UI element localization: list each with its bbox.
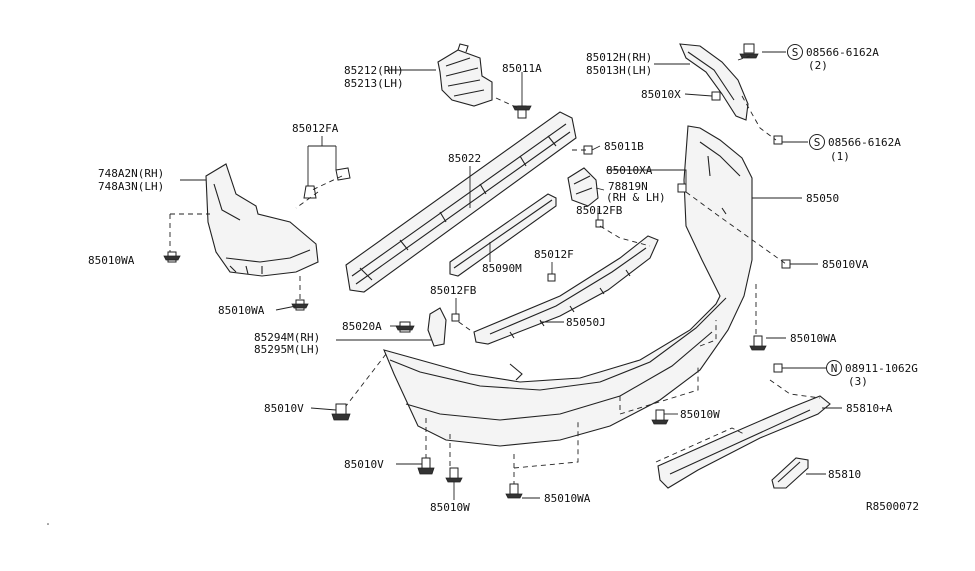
label-85010w-right: 85010W — [680, 408, 720, 421]
label-s-08566-2: 08566-6162A — [828, 136, 901, 149]
label-78819n-side: (RH & LH) — [606, 191, 666, 204]
label-85050: 85050 — [806, 192, 839, 205]
label-85010va: 85010VA — [822, 258, 869, 271]
label-s-qty-1: (2) — [808, 59, 828, 72]
label-85050j: 85050J — [566, 316, 606, 329]
label-s-qty-2: (1) — [830, 150, 850, 163]
label-748a3n: 748A3N(LH) — [98, 180, 164, 193]
label-85011a: 85011A — [502, 62, 542, 75]
label-85010wa-bottom: 85010WA — [544, 492, 591, 505]
label-85022: 85022 — [448, 152, 481, 165]
reinforcement-bar-85022-drawing — [345, 111, 577, 293]
label-85012fa: 85012FA — [292, 122, 339, 135]
small-cover-85810-drawing — [771, 457, 809, 489]
stray-dot — [47, 523, 49, 525]
label-85294m: 85294M(RH) — [254, 331, 320, 344]
label-85020a: 85020A — [342, 320, 382, 333]
label-85010wa-left: 85010WA — [88, 254, 135, 267]
label-85010v-left: 85010V — [264, 402, 304, 415]
s-symbol-circle-2 — [809, 134, 825, 150]
bracket-85294m-drawing — [427, 307, 447, 347]
label-85090m: 85090M — [482, 262, 522, 275]
diffuser-85050j-drawing — [473, 235, 659, 345]
n-symbol-circle — [826, 360, 842, 376]
lower-cover-85810a-drawing — [657, 395, 831, 489]
label-85295m: 85295M(LH) — [254, 343, 320, 356]
label-85213: 85213(LH) — [344, 77, 404, 90]
s-symbol-circle-1 — [787, 44, 803, 60]
label-85012fb-mid: 85012FB — [430, 284, 477, 297]
s-symbol-1: S — [792, 46, 799, 59]
label-s-08566-1: 08566-6162A — [806, 46, 879, 59]
diagram-ref-code: R8500072 — [866, 500, 919, 513]
label-748a2n: 748A2N(RH) — [98, 167, 164, 180]
splash-guard-748a2n-drawing — [205, 163, 319, 277]
s-symbol-2: S — [814, 136, 821, 149]
label-85012fb-top: 85012FB — [576, 204, 623, 217]
leader-lines — [168, 51, 842, 500]
label-85010w-bottom: 85010W — [430, 501, 470, 514]
part-labels: 85212(RH) 85213(LH) 85011A 85012H(RH) 85… — [88, 46, 919, 514]
label-85810a: 85810+A — [846, 402, 893, 415]
label-85012h: 85012H(RH) — [586, 51, 652, 64]
label-n-08911: 08911-1062G — [845, 362, 918, 375]
label-85010v-bottom: 85010V — [344, 458, 384, 471]
label-n-qty: (3) — [848, 375, 868, 388]
circle-symbols: S S N — [787, 44, 842, 376]
side-bracket-78819n-drawing — [567, 167, 599, 207]
n-symbol: N — [831, 362, 838, 375]
bumper-fascia-85050-drawing — [383, 125, 753, 447]
absorber-85090m-drawing — [449, 193, 557, 277]
label-85212: 85212(RH) — [344, 64, 404, 77]
label-85012f: 85012F — [534, 248, 574, 261]
label-85010xa: 85010XA — [606, 164, 653, 177]
bracket-85212-drawing — [437, 43, 493, 107]
label-85010wa-mid: 85010WA — [218, 304, 265, 317]
bracket-85012h-drawing — [679, 43, 749, 121]
label-85013h: 85013H(LH) — [586, 64, 652, 77]
label-85010wa-right: 85010WA — [790, 332, 837, 345]
label-78819n: 78819N — [608, 180, 648, 193]
label-85010x: 85010X — [641, 88, 681, 101]
label-85810: 85810 — [828, 468, 861, 481]
label-85011b: 85011B — [604, 140, 644, 153]
fasteners — [163, 43, 791, 499]
